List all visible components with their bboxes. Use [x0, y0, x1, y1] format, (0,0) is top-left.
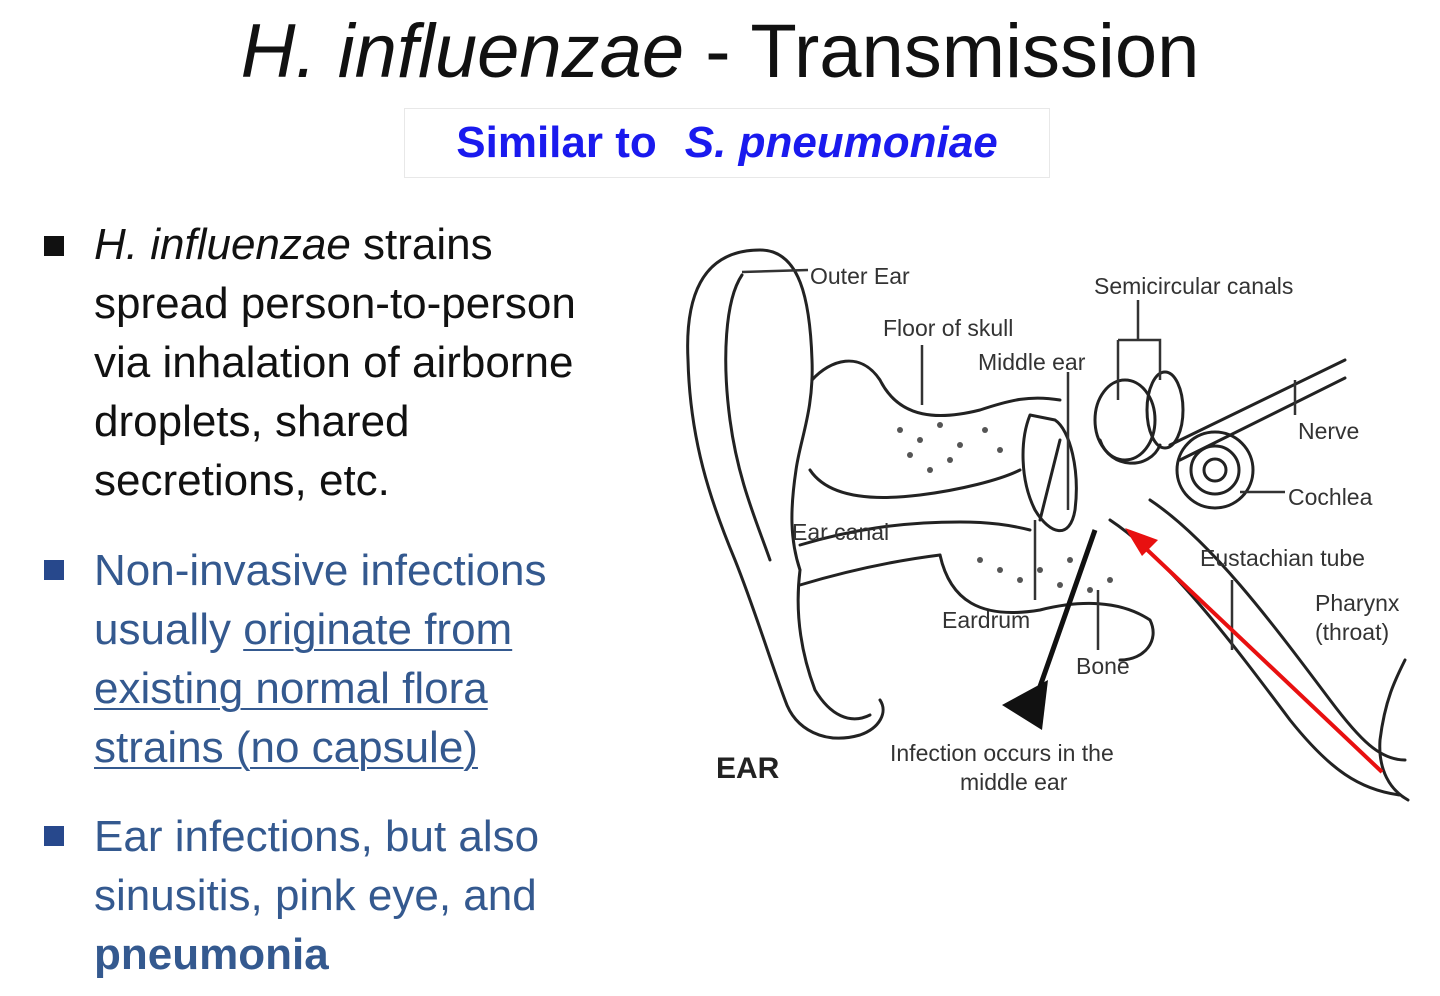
label-infection-line1: Infection occurs in the	[890, 740, 1114, 766]
label-infection-line2: middle ear	[960, 769, 1068, 795]
bullet-underlined-text: existing normal flora	[94, 664, 488, 713]
bullet-line: pneumonia	[94, 930, 329, 980]
outer-ear-shape	[686, 248, 885, 740]
red-transmission-arrow	[1125, 528, 1384, 774]
bullet-marker	[44, 826, 64, 846]
bullet-line: strains (no capsule)	[94, 723, 478, 773]
subtitle-box: Similar to S. pneumoniae	[404, 108, 1050, 178]
bullet-underlined-text: strains (no capsule)	[94, 723, 478, 772]
label-eustachian-tube: Eustachian tube	[1200, 545, 1365, 571]
label-middle-ear: Middle ear	[978, 349, 1086, 375]
semicircular-canals-shape	[1093, 378, 1157, 462]
bullet-text: usually	[94, 605, 244, 654]
bullet-line: Non-invasive infections	[94, 546, 547, 595]
bullet-line: sinusitis, pink eye, and	[94, 871, 537, 920]
bullet-italic: H. influenzae	[94, 220, 351, 269]
bullet-line: Ear infections, but also	[94, 812, 540, 861]
bullet-marker	[44, 560, 64, 580]
subtitle-italic: S. pneumoniae	[684, 118, 998, 167]
subtitle-plain: Similar to	[456, 118, 657, 167]
title-italic: H. influenzae	[240, 9, 685, 94]
floor-of-skull-shape	[810, 359, 1062, 418]
middle-ear-shape	[1021, 413, 1078, 533]
label-semicircular-canals: Semicircular canals	[1094, 273, 1293, 299]
label-outer-ear: Outer Ear	[810, 263, 910, 289]
bone-stipple	[897, 422, 1113, 593]
bullet-underlined-text: originate from	[243, 605, 513, 654]
ear-canal-shape	[798, 520, 1032, 547]
label-ear: EAR	[716, 752, 780, 785]
label-pharynx: Pharynx	[1315, 590, 1400, 616]
label-nerve: Nerve	[1298, 418, 1359, 444]
bullet-line: via inhalation of airborne	[94, 338, 574, 387]
bullet-bold-text: pneumonia	[94, 930, 329, 979]
label-throat: (throat)	[1315, 619, 1389, 645]
ear-anatomy-diagram: Outer Ear Semicircular canals Floor of s…	[686, 248, 1410, 802]
bullet-line: spread person-to-person	[94, 279, 576, 328]
infection-arrow	[1002, 529, 1098, 730]
label-cochlea: Cochlea	[1288, 484, 1373, 510]
bullet-line: droplets, shared	[94, 397, 410, 446]
title-rest: - Transmission	[684, 9, 1200, 94]
nerve-shape	[1168, 358, 1347, 462]
bullet-line: existing normal flora	[94, 664, 488, 714]
label-floor-of-skull: Floor of skull	[883, 315, 1013, 341]
label-eardrum: Eardrum	[942, 607, 1030, 633]
bullet-text: strains	[350, 220, 493, 269]
bullet-line: secretions, etc.	[94, 456, 390, 505]
label-bone: Bone	[1076, 653, 1130, 679]
bullet-line: H. influenzae strains	[94, 220, 493, 270]
label-ear-canal: Ear canal	[792, 519, 889, 545]
bullet-marker	[44, 236, 64, 256]
bullet-line: usually originate from	[94, 605, 512, 655]
pharynx-shape	[1378, 658, 1410, 802]
cochlea-shape	[1175, 430, 1255, 510]
slide-title: H. influenzae - Transmission	[0, 8, 1440, 95]
